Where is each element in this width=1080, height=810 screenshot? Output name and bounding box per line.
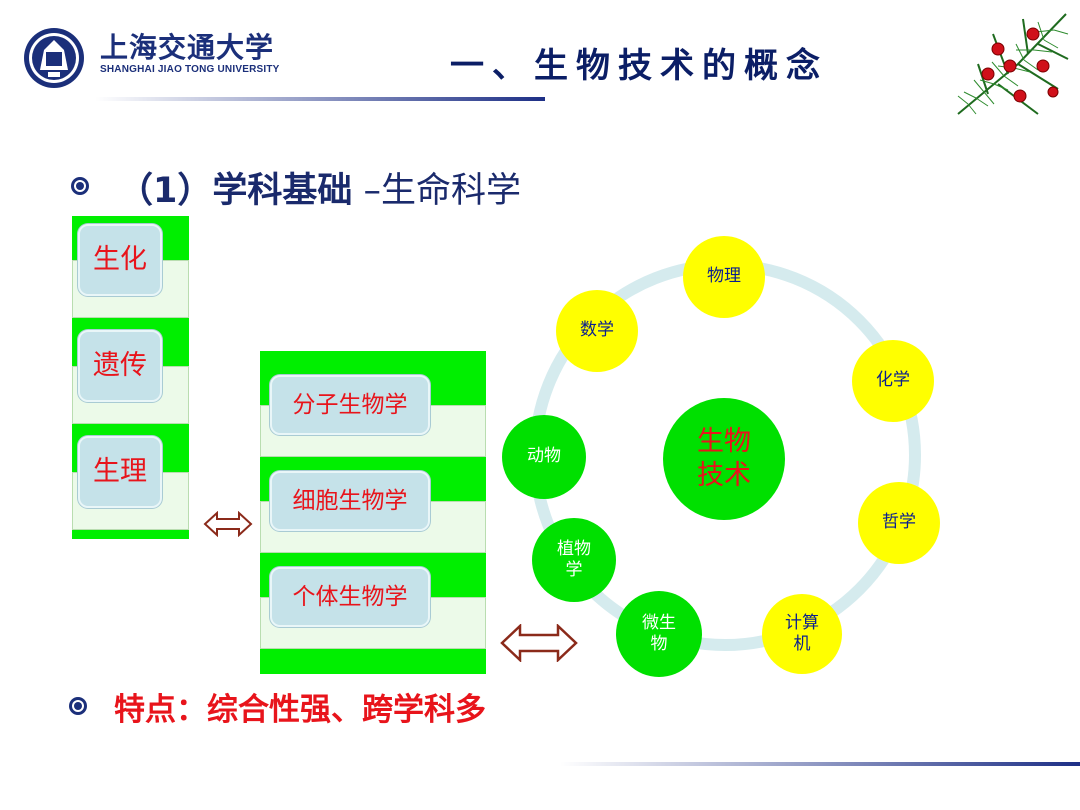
- center-line-1: 生物: [697, 426, 751, 458]
- level-chip-molecular: 分子生物学: [270, 375, 430, 435]
- section-heading-rest: –生命科学: [363, 171, 522, 211]
- logo-chinese-name: 上海交通大学: [100, 31, 275, 64]
- logo-english-name: SHANGHAI JIAO TONG UNIVERSITY: [100, 64, 280, 75]
- subject-chip-physiology: 生理: [78, 436, 162, 508]
- subject-chip-genetics: 遗传: [78, 330, 162, 402]
- cycle-node-zoology: 动物: [502, 415, 586, 499]
- cycle-center-biotech: 生物 技术: [663, 398, 785, 520]
- pine-berries-decoration-icon: [957, 13, 1069, 115]
- cycle-node-philosophy: 哲学: [858, 482, 940, 564]
- slide-title: 一、生物技术的概念: [450, 46, 828, 86]
- cycle-node-botany: 植物 学: [532, 518, 616, 602]
- double-arrow-icon: [500, 624, 578, 662]
- cycle-node-physics: 物理: [683, 236, 765, 318]
- bottom-rule: [560, 762, 1080, 766]
- basic-subjects-column: 生化 遗传 生理: [72, 216, 189, 539]
- subject-chip-biochemistry: 生化: [78, 224, 162, 296]
- title-underline: [95, 97, 545, 101]
- section-heading-bold: （1）学科基础: [118, 171, 353, 211]
- double-arrow-icon: [203, 511, 253, 537]
- level-chip-cellular: 细胞生物学: [270, 471, 430, 531]
- cycle-node-mathematics: 数学: [556, 290, 638, 372]
- center-line-2: 技术: [697, 460, 751, 491]
- university-seal-icon: [24, 28, 84, 88]
- feature-text: 特点：综合性强、跨学科多: [114, 692, 486, 728]
- cycle-node-computer: 计算 机: [762, 594, 842, 674]
- cycle-node-chemistry: 化学: [852, 340, 934, 422]
- cycle-node-microbiology: 微生 物: [616, 591, 702, 677]
- section-heading: （1）学科基础 –生命科学: [118, 162, 521, 213]
- biology-levels-column: 分子生物学 细胞生物学 个体生物学: [260, 351, 486, 674]
- bullet-seal-icon: [71, 177, 89, 195]
- level-chip-organismal: 个体生物学: [270, 567, 430, 627]
- bullet-seal-icon: [69, 697, 87, 715]
